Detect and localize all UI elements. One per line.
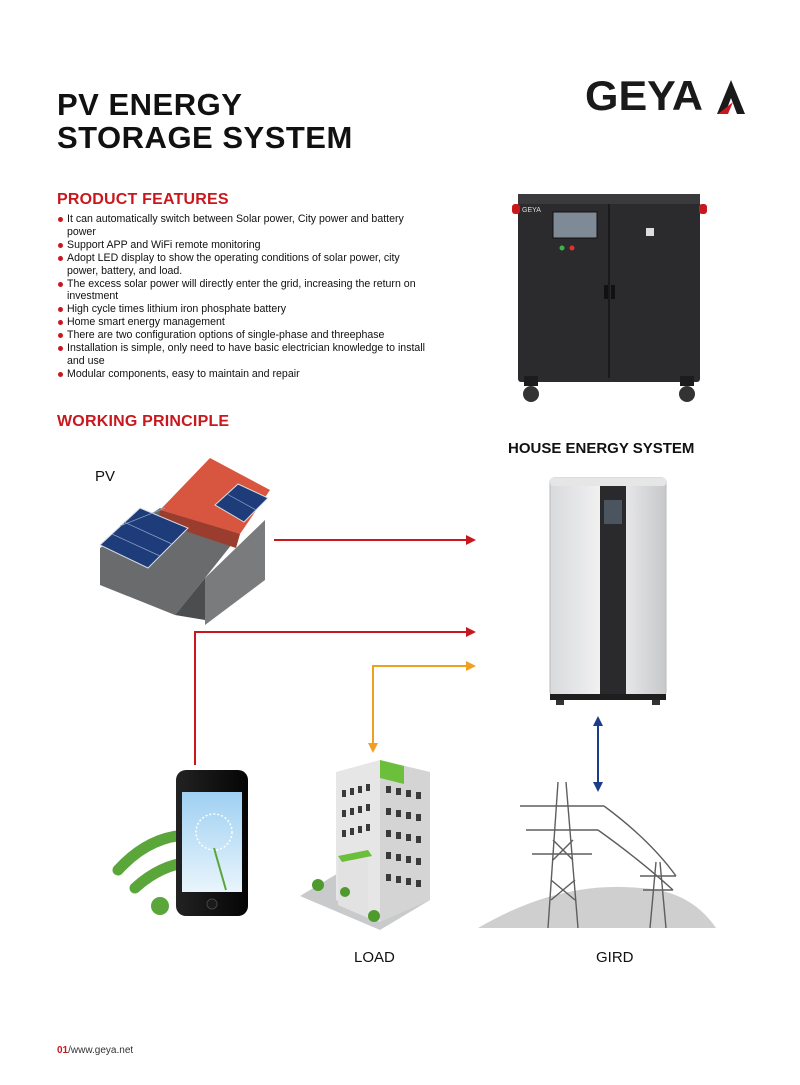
- logo-text: GEYA: [585, 76, 703, 116]
- feature-item: There are two configuration options of s…: [57, 329, 432, 342]
- feature-item: Installation is simple, only need to hav…: [57, 342, 432, 368]
- feature-item: Support APP and WiFi remote monitoring: [57, 239, 432, 252]
- feature-item: Home smart energy management: [57, 316, 432, 329]
- logo-a-shape: [717, 80, 745, 114]
- house-energy-system-title: HOUSE ENERGY SYSTEM: [508, 440, 695, 457]
- phone-to-system-arrow: [194, 631, 468, 765]
- footer-url[interactable]: /www.geya.net: [68, 1045, 134, 1056]
- page-footer: 01/www.geya.net: [57, 1045, 133, 1056]
- energy-storage-cabinet-image: GEYA: [512, 194, 707, 402]
- load-building-image: [300, 760, 430, 930]
- grid-arrow-head-down: [593, 782, 603, 792]
- feature-item: Modular components, easy to maintain and…: [57, 368, 432, 381]
- logo-red-triangle: [718, 102, 733, 114]
- title-line-2: STORAGE SYSTEM: [57, 120, 353, 155]
- grid-towers-image: [478, 781, 716, 929]
- load-arrow-head-down: [368, 743, 378, 753]
- feature-item: Adopt LED display to show the operating …: [57, 252, 432, 278]
- title-line-1: PV ENERGY: [57, 87, 243, 122]
- pv-label: PV: [95, 468, 116, 485]
- feature-item: It can automatically switch between Sola…: [57, 213, 432, 239]
- feature-item: High cycle times lithium iron phosphate …: [57, 303, 432, 316]
- page-number: 01: [57, 1045, 69, 1056]
- features-list: It can automatically switch between Sola…: [57, 213, 432, 381]
- svg-text:GEYA: GEYA: [522, 207, 541, 214]
- house-energy-system-cabinet-image: [549, 477, 667, 705]
- page-title: PV ENERGY STORAGE SYSTEM: [57, 88, 353, 154]
- feature-item: The excess solar power will directly ent…: [57, 278, 432, 304]
- pv-arrow-head: [466, 535, 476, 545]
- features-heading: PRODUCT FEATURES: [57, 191, 229, 208]
- geya-logo: GEYA: [585, 76, 745, 116]
- flow-arrows: [194, 535, 603, 792]
- grid-arrow-head-up: [593, 716, 603, 726]
- smartphone-wifi-image: [112, 770, 248, 916]
- grid-label: GIRD: [596, 949, 634, 966]
- phone-arrow-head: [466, 627, 476, 637]
- pv-house-image: [99, 458, 270, 625]
- load-arrow-head-right: [466, 661, 476, 671]
- principle-heading: WORKING PRINCIPLE: [57, 413, 230, 430]
- system-to-load-arrow: [372, 665, 468, 745]
- load-label: LOAD: [354, 949, 395, 966]
